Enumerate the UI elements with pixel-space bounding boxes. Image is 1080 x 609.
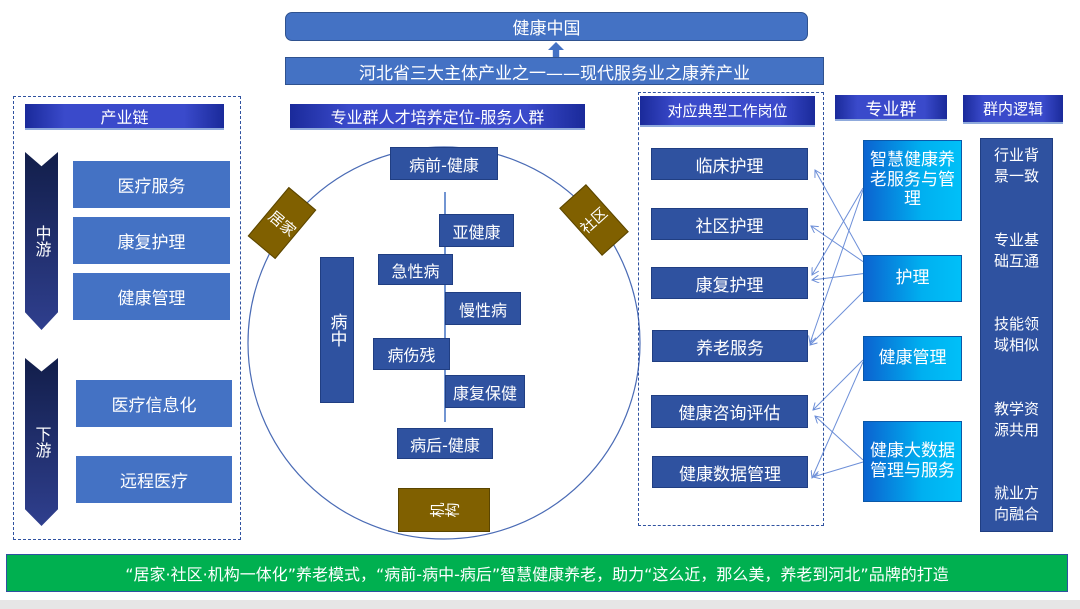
job-item: 社区护理	[651, 208, 808, 240]
midstream-label: 中游	[32, 225, 52, 257]
job-item: 养老服务	[652, 330, 808, 362]
logic-header: 群内逻辑	[963, 95, 1063, 124]
logic-item: 专业基础互通	[993, 230, 1039, 270]
footer-slogan: “居家·社区·机构一体化”养老模式，“病前-病中-病后”智慧健康养老，助力“这么…	[6, 554, 1068, 592]
stage-after: 病后-健康	[397, 428, 493, 459]
job-item: 健康咨询评估	[651, 395, 808, 428]
chain-item: 医疗服务	[73, 161, 230, 208]
jobs-header: 对应典型工作岗位	[640, 96, 815, 127]
job-item: 健康数据管理	[652, 456, 808, 488]
chain-item: 康复护理	[73, 217, 230, 264]
major-item: 健康管理	[863, 336, 962, 381]
downstream-label: 下游	[32, 426, 52, 458]
job-item: 康复护理	[651, 267, 808, 299]
stage-item: 亚健康	[439, 214, 514, 247]
mapping-arrows	[810, 170, 871, 478]
chain-item: 远程医疗	[76, 456, 232, 503]
stage-before: 病前-健康	[390, 147, 498, 180]
chain-item: 医疗信息化	[76, 380, 232, 427]
logic-item: 行业背景一致	[993, 146, 1039, 185]
majors-header: 专业群	[835, 95, 947, 121]
stage-item: 急性病	[378, 254, 453, 285]
major-item: 护理	[863, 255, 962, 302]
downstream-arrow: 下游	[25, 358, 58, 526]
stage-item: 慢性病	[445, 292, 521, 325]
jobs-panel	[638, 92, 824, 526]
major-item: 智慧健康养老服务与管理	[863, 140, 962, 221]
midstream-arrow: 中游	[25, 152, 58, 330]
stage-item: 病伤残	[373, 338, 450, 370]
industry-chain-panel	[13, 96, 241, 540]
job-item: 临床护理	[651, 148, 808, 180]
setting-institution: 机构	[398, 488, 490, 532]
health-china-banner: 健康中国	[285, 12, 808, 41]
logic-item: 技能领域相似	[993, 315, 1039, 354]
bottom-edge	[0, 600, 1080, 609]
logic-item: 教学资源共用	[993, 399, 1039, 439]
talent-positioning-header: 专业群人才培养定位-服务人群	[290, 104, 585, 130]
stage-during: 病中	[320, 257, 354, 403]
stage-item: 康复保健	[445, 375, 525, 408]
logic-column: 行业背景一致 专业基础互通 技能领域相似 教学资源共用 就业方向融合	[980, 138, 1053, 532]
logic-item: 就业方向融合	[993, 484, 1039, 523]
major-item: 健康大数据管理与服务	[863, 421, 962, 502]
industry-chain-header: 产业链	[25, 104, 224, 130]
chain-item: 健康管理	[73, 273, 230, 320]
industry-banner: 河北省三大主体产业之一——现代服务业之康养产业	[285, 57, 824, 85]
